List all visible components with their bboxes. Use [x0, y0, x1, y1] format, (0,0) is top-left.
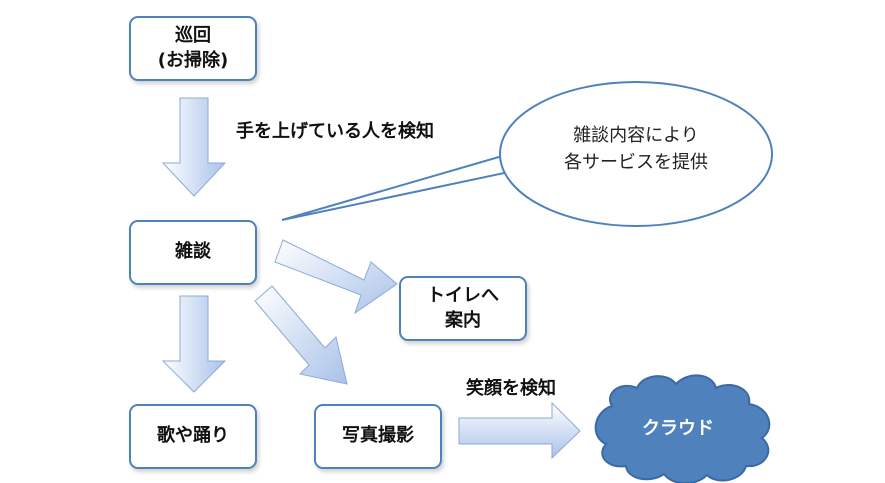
arrow-chat-to-photo: [254, 285, 348, 385]
node-song-dance: 歌や踊り: [129, 404, 257, 469]
arrow-photo-to-cloud: [458, 401, 581, 460]
node-patrol: 巡回 (お掃除): [129, 16, 257, 81]
arrow-chat-to-toilet: [274, 239, 398, 315]
node-photo: 写真撮影: [314, 404, 442, 469]
arrow-chat-to-dance: [161, 295, 227, 393]
cloud-label: クラウド: [642, 418, 714, 439]
cloud-shape: [594, 374, 771, 483]
arrow-patrol-to-chat: [161, 97, 227, 197]
label-detect-smile: 笑顔を検知: [466, 378, 556, 399]
speech-bubble: [281, 81, 773, 227]
callout-text: 雑談内容により 各サービスを提供: [564, 125, 708, 173]
label-detect-hand: 手を上げている人を検知: [236, 121, 434, 142]
node-toilet-guide: トイレへ 案内: [399, 276, 527, 341]
node-chat: 雑談: [129, 220, 257, 285]
